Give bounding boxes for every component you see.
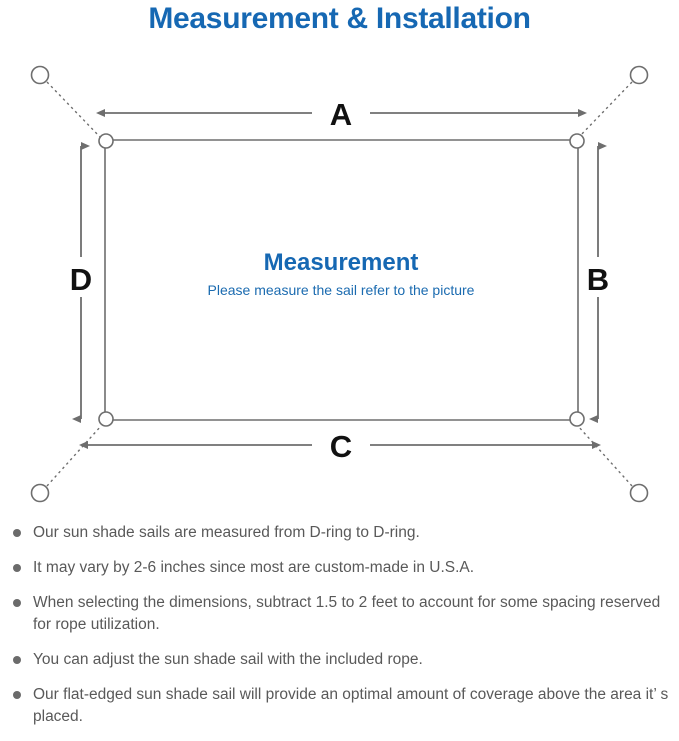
d-ring-top-right — [569, 133, 585, 149]
dimension-arrow-a: A — [96, 97, 587, 132]
bullet-icon — [13, 529, 21, 537]
dimension-label-a: A — [330, 97, 352, 132]
diagram-canvas: A C D B Measurement Please measure the s… — [30, 65, 649, 503]
bullet-icon — [13, 564, 21, 572]
rope-lines-group — [46, 81, 633, 487]
bullet-icon — [13, 691, 21, 699]
list-item: Our flat-edged sun shade sail will provi… — [0, 684, 679, 728]
rope-line-bottom-left — [46, 425, 102, 487]
dimension-arrow-b: B — [587, 142, 609, 423]
anchor-points-group — [30, 65, 649, 503]
dimension-label-d: D — [70, 262, 92, 297]
d-ring-bottom-left — [98, 411, 114, 427]
anchor-point-top-left — [30, 65, 50, 85]
page-title: Measurement & Installation — [148, 2, 531, 35]
anchor-point-top-right — [629, 65, 649, 85]
note-text: Our flat-edged sun shade sail will provi… — [33, 686, 669, 725]
diagram-center-subtitle: Please measure the sail refer to the pic… — [208, 282, 475, 298]
bullet-icon — [13, 656, 21, 664]
dimension-label-c: C — [330, 429, 352, 464]
rope-line-top-right — [577, 81, 633, 139]
anchor-point-bottom-right — [629, 483, 649, 503]
note-text: You can adjust the sun shade sail with t… — [33, 651, 423, 668]
bullet-icon — [13, 599, 21, 607]
anchor-point-bottom-left — [30, 483, 50, 503]
rope-line-bottom-right — [577, 425, 633, 487]
diagram-center-title: Measurement — [264, 249, 419, 276]
sail-rectangle — [104, 139, 579, 421]
note-text: It may vary by 2-6 inches since most are… — [33, 559, 475, 576]
d-ring-bottom-right — [569, 411, 585, 427]
list-item: It may vary by 2-6 inches since most are… — [0, 557, 679, 579]
dimension-arrow-d: D — [70, 142, 92, 423]
note-text: When selecting the dimensions, subtract … — [33, 594, 661, 633]
rope-line-top-left — [46, 81, 102, 139]
dimension-arrow-c: C — [79, 429, 601, 464]
note-text: Our sun shade sails are measured from D-… — [33, 524, 420, 541]
list-item: Our sun shade sails are measured from D-… — [0, 522, 679, 544]
list-item: You can adjust the sun shade sail with t… — [0, 649, 679, 671]
dimension-label-b: B — [587, 262, 609, 297]
d-rings-group — [98, 133, 585, 427]
notes-list: Our sun shade sails are measured from D-… — [0, 522, 679, 741]
measurement-diagram: A C D B Measurement Please measure the s… — [0, 45, 679, 515]
list-item: When selecting the dimensions, subtract … — [0, 592, 679, 636]
d-ring-top-left — [98, 133, 114, 149]
